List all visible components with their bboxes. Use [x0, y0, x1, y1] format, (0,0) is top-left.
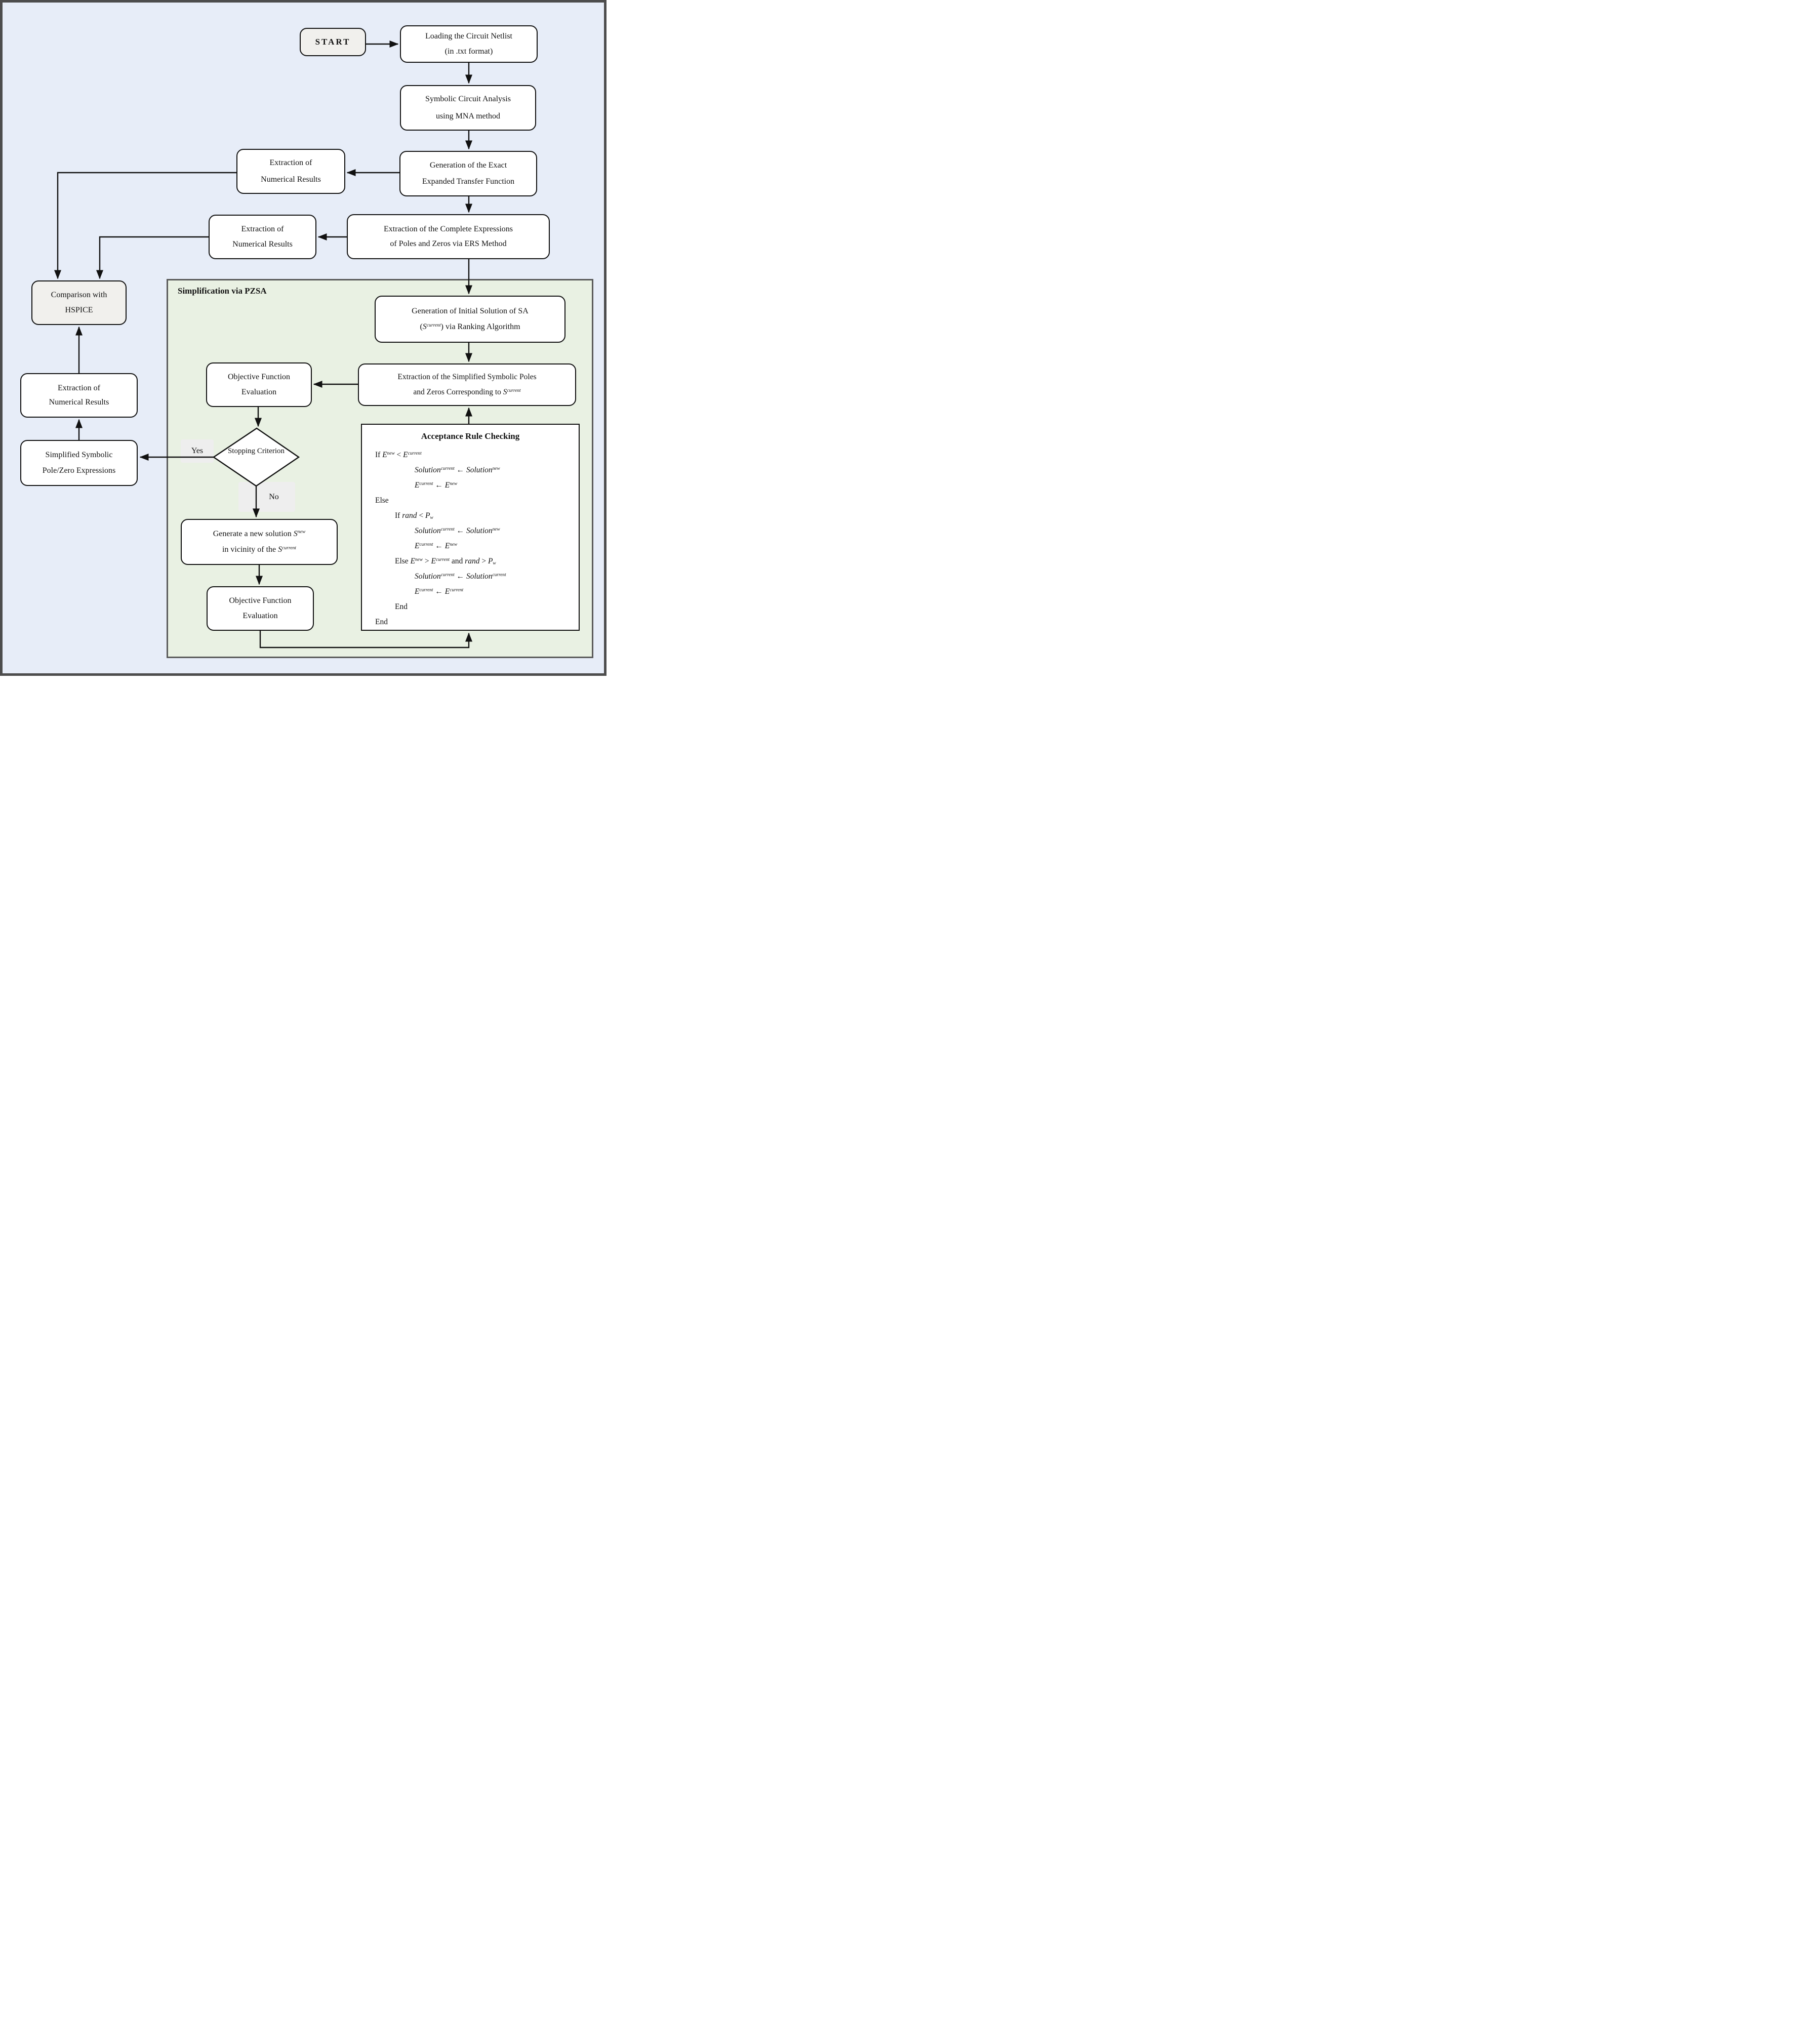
node-loading-circuit-netlist: Loading the Circuit Netlist (in .txt for…	[400, 25, 538, 63]
node-line: using MNA method	[435, 112, 501, 120]
node-line: of Poles and Zeros via ERS Method	[390, 239, 507, 248]
node-line: Symbolic Circuit Analysis	[425, 94, 511, 103]
edge-label-yes-text: Yes	[191, 447, 204, 455]
decision-stopping-criterion	[212, 427, 300, 487]
node-line: Extraction of	[58, 383, 100, 392]
node-line: Numerical Results	[49, 398, 109, 407]
pseudocode-line: Solutioncurrent ← Solutioncurrent	[415, 572, 506, 581]
pzsa-panel-title: Simplification via PZSA	[178, 286, 267, 296]
node-line: Simplified Symbolic	[45, 451, 113, 460]
pseudocode-line: Else Enew > Ecurrent and rand > Pw	[395, 557, 496, 566]
node-generation-exact-transfer-function: Generation of the Exact Expanded Transfe…	[399, 151, 537, 196]
node-line: in vicinity of the Scurrent	[222, 545, 297, 554]
node-extraction-numerical-results-3: Extraction of Numerical Results	[20, 373, 138, 418]
acceptance-rule-title: Acceptance Rule Checking	[421, 431, 520, 441]
pseudocode-line: Ecurrent ← Ecurrent	[415, 587, 464, 596]
edge-label-no-text: No	[269, 492, 279, 501]
node-line: Evaluation	[241, 388, 277, 396]
pseudocode-line: End	[375, 618, 388, 626]
node-simplified-pole-zero-expressions: Simplified Symbolic Pole/Zero Expression…	[20, 440, 138, 486]
pseudocode-line: Else	[375, 496, 389, 505]
arrow-objbottom-to-acceptance	[259, 631, 472, 648]
node-line: Comparison with	[51, 290, 107, 299]
decision-stopping-criterion-label: Stopping Criterion	[214, 446, 299, 456]
acceptance-rule-box: Acceptance Rule Checking If Enew < Ecurr…	[361, 424, 580, 631]
node-line: Numerical Results	[232, 240, 293, 249]
node-line: Expanded Transfer Function	[422, 177, 515, 186]
node-line: Generation of the Exact	[429, 160, 507, 170]
node-line: Objective Function	[229, 596, 292, 605]
flow-arrows	[54, 40, 472, 648]
pseudocode-line: If Enew < Ecurrent	[375, 451, 422, 459]
pseudocode-line: End	[395, 602, 408, 611]
node-label: START	[315, 37, 351, 47]
node-objective-function-evaluation-bottom: Objective Function Evaluation	[207, 586, 314, 631]
node-line: (Scurrent) via Ranking Algorithm	[420, 322, 520, 331]
node-line: Extraction of the Complete Expressions	[383, 225, 513, 234]
pseudocode-line: Solutioncurrent ← Solutionnew	[415, 526, 500, 535]
node-line: Evaluation	[242, 612, 278, 620]
pseudocode-line: Solutioncurrent ← Solutionnew	[415, 466, 500, 474]
edge-label-yes: Yes	[181, 439, 214, 463]
node-line: (in .txt format)	[444, 47, 493, 56]
pseudocode-line: Ecurrent ← Enew	[415, 481, 458, 490]
node-line: HSPICE	[65, 306, 93, 314]
pseudocode-line: If rand < Pw	[395, 511, 433, 521]
node-line: Stopping	[227, 447, 256, 455]
flowchart-canvas: Simplification via PZSA Yes No	[0, 0, 606, 676]
node-line: Pole/Zero Expressions	[42, 466, 116, 475]
edge-label-no: No	[238, 482, 295, 512]
node-objective-function-evaluation-top: Objective Function Evaluation	[206, 362, 312, 407]
arrow-extrnum1-to-comparison	[54, 172, 236, 279]
node-line: Extraction of	[241, 224, 284, 233]
arrow-extrnum2-to-comparison	[96, 236, 209, 279]
node-generate-new-solution: Generate a new solution Snew in vicinity…	[181, 519, 338, 565]
node-comparison-with-hspice: Comparison with HSPICE	[31, 280, 127, 325]
node-line: Extraction of	[269, 158, 312, 167]
node-symbolic-circuit-analysis: Symbolic Circuit Analysis using MNA meth…	[400, 85, 536, 131]
pseudocode-line: Ecurrent ← Enew	[415, 542, 458, 550]
node-extraction-simplified-symbolic-poles-zeros: Extraction of the Simplified Symbolic Po…	[358, 363, 576, 406]
node-line: Criterion	[257, 447, 285, 455]
node-line: and Zeros Corresponding to Scurrent	[413, 388, 521, 396]
node-line: Objective Function	[227, 372, 291, 381]
node-line: Loading the Circuit Netlist	[425, 32, 512, 41]
node-line: Extraction of the Simplified Symbolic Po…	[397, 373, 537, 382]
node-start: START	[300, 28, 366, 56]
node-line: Numerical Results	[261, 175, 321, 184]
node-generation-initial-solution-sa: Generation of Initial Solution of SA (Sc…	[375, 296, 565, 343]
node-line: Generate a new solution Snew	[213, 529, 306, 538]
node-extraction-numerical-results-1: Extraction of Numerical Results	[236, 149, 345, 194]
node-extraction-numerical-results-2: Extraction of Numerical Results	[209, 215, 316, 259]
node-extraction-complete-expressions: Extraction of the Complete Expressions o…	[347, 214, 550, 259]
node-line: Generation of Initial Solution of SA	[412, 306, 529, 315]
